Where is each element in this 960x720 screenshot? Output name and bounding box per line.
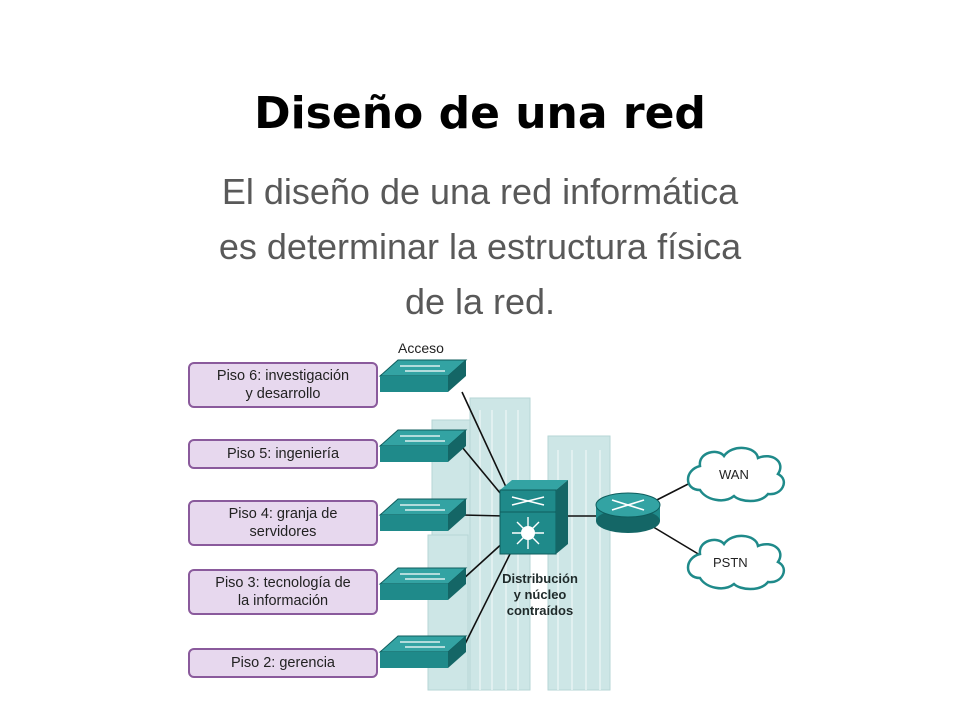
access-switch-6 xyxy=(378,359,468,392)
floor-box-4: Piso 4: granja de servidores xyxy=(188,500,378,546)
floor-label: Piso 6: investigación xyxy=(216,368,350,384)
access-switch-2 xyxy=(378,635,468,668)
wan-label: WAN xyxy=(719,467,749,482)
access-switch-4 xyxy=(378,498,468,531)
core-label-line: y núcleo xyxy=(513,587,567,602)
floor-box-6: Piso 6: investigación y desarrollo xyxy=(188,362,378,408)
access-label: Acceso xyxy=(398,340,444,356)
wan-cloud-icon xyxy=(686,446,786,503)
core-label: Distribución y núcleo contraídos xyxy=(492,571,588,619)
network-diagram xyxy=(378,359,786,691)
slide-title: Diseño de una red xyxy=(254,88,706,139)
floor-label: Piso 3: tecnología de xyxy=(215,575,351,591)
access-switch-3 xyxy=(378,567,468,600)
floor-label: la información xyxy=(237,593,329,609)
core-switch-icon xyxy=(499,480,568,555)
floor-label: servidores xyxy=(249,524,317,540)
slide-subtitle: El diseño de una red informática es dete… xyxy=(150,164,810,329)
floor-box-2: Piso 2: gerencia xyxy=(188,648,378,678)
floor-label: Piso 4: granja de xyxy=(228,506,338,522)
subtitle-line: es determinar la estructura física xyxy=(218,226,742,267)
floor-box-5: Piso 5: ingeniería xyxy=(188,439,378,469)
floor-label: Piso 2: gerencia xyxy=(231,655,335,671)
floor-label: Piso 5: ingeniería xyxy=(226,446,340,462)
floor-box-3: Piso 3: tecnología de la información xyxy=(188,569,378,615)
router-icon xyxy=(595,492,661,533)
core-label-line: contraídos xyxy=(506,603,574,618)
floor-label: y desarrollo xyxy=(245,386,321,402)
subtitle-line: de la red. xyxy=(404,281,556,322)
pstn-cloud-icon xyxy=(686,534,786,591)
pstn-label: PSTN xyxy=(713,555,748,570)
core-label-line: Distribución xyxy=(502,571,578,586)
access-switch-5 xyxy=(378,429,468,462)
subtitle-line: El diseño de una red informática xyxy=(221,171,739,212)
